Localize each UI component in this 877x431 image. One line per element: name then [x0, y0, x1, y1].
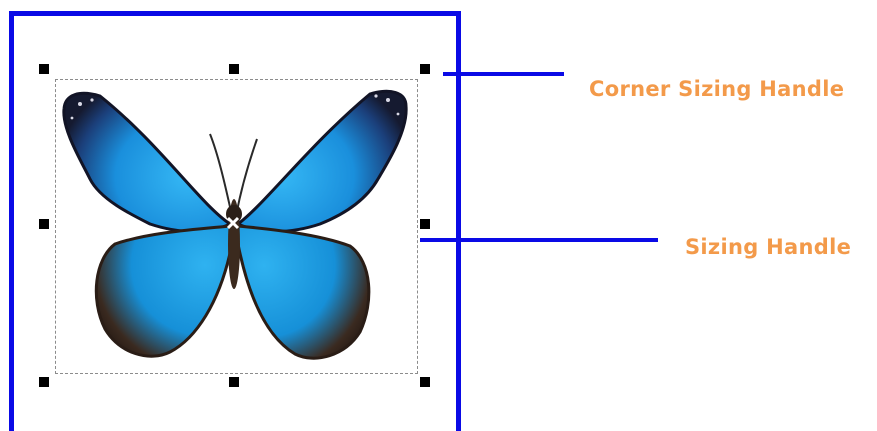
sizing-handle-label: Sizing Handle — [685, 235, 852, 259]
butterfly-image[interactable] — [60, 84, 412, 369]
corner-handle-bottom-left[interactable] — [39, 377, 49, 387]
side-handle-left[interactable] — [39, 219, 49, 229]
selection-bounding-box — [55, 79, 418, 374]
side-handle-top[interactable] — [229, 64, 239, 74]
side-handle-bottom[interactable] — [229, 377, 239, 387]
corner-handle-pointer-line — [443, 72, 564, 76]
canvas-frame — [9, 11, 461, 431]
side-handle-right[interactable] — [420, 219, 430, 229]
corner-handle-top-right[interactable] — [420, 64, 430, 74]
center-marker-icon — [226, 216, 240, 230]
corner-sizing-handle-label: Corner Sizing Handle — [589, 77, 845, 101]
side-handle-pointer-line — [420, 238, 658, 242]
corner-handle-bottom-right[interactable] — [420, 377, 430, 387]
corner-handle-top-left[interactable] — [39, 64, 49, 74]
